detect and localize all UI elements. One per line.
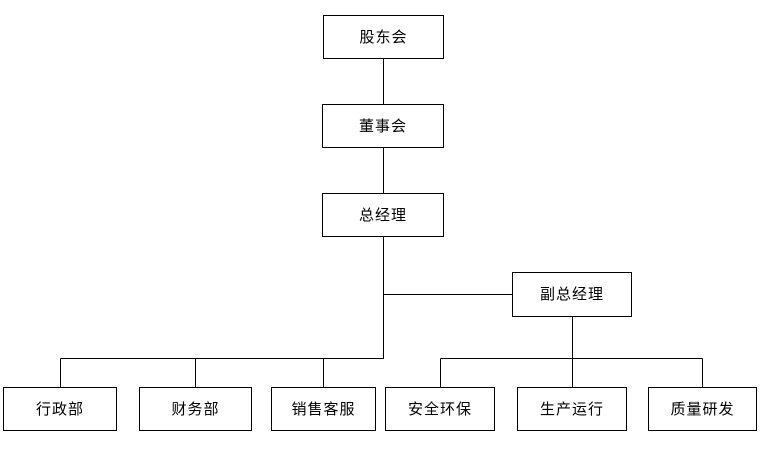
- node-safety-environment[interactable]: 安全环保: [385, 387, 495, 431]
- node-label: 副总经理: [539, 286, 604, 303]
- node-quality-rd[interactable]: 质量研发: [648, 387, 757, 431]
- node-board-of-directors[interactable]: 董事会: [322, 104, 444, 148]
- node-label: 质量研发: [670, 400, 735, 418]
- node-label: 行政部: [35, 400, 84, 418]
- node-general-manager[interactable]: 总经理: [322, 193, 444, 237]
- node-finance-dept[interactable]: 财务部: [139, 387, 252, 431]
- node-deputy-general-manager[interactable]: 副总经理: [512, 272, 632, 317]
- node-administration-dept[interactable]: 行政部: [3, 387, 117, 431]
- node-label: 财务部: [171, 400, 220, 418]
- node-label: 生产运行: [539, 400, 604, 418]
- node-label: 股东会: [359, 28, 408, 46]
- node-label: 销售客服: [291, 400, 356, 418]
- node-label: 董事会: [358, 117, 407, 135]
- node-shareholders-meeting[interactable]: 股东会: [323, 15, 444, 59]
- node-production-operation[interactable]: 生产运行: [517, 387, 627, 431]
- node-label: 总经理: [358, 206, 407, 224]
- node-sales-customer-service[interactable]: 销售客服: [271, 387, 376, 431]
- node-label: 安全环保: [407, 400, 472, 418]
